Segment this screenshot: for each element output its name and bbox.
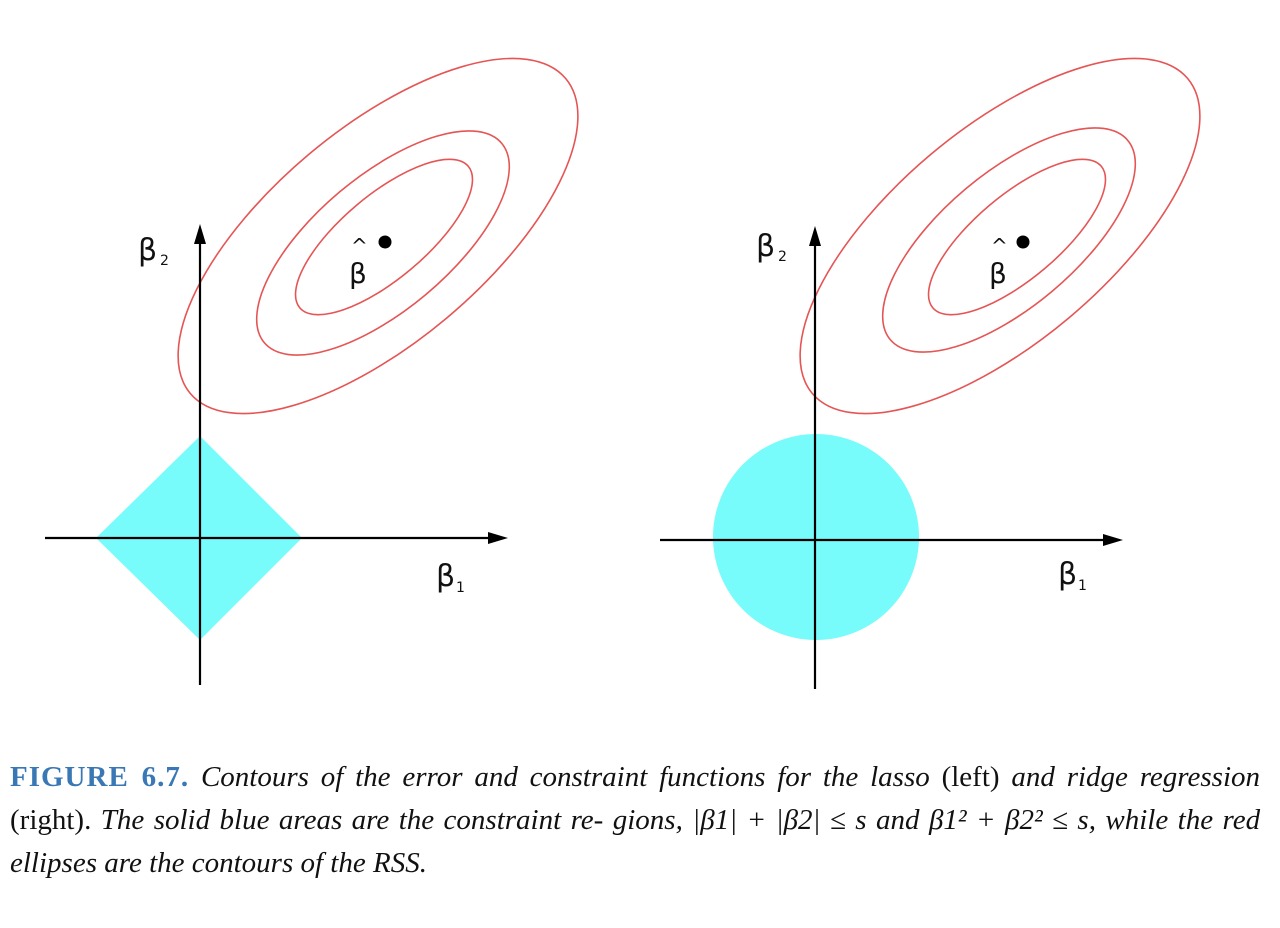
lasso-rss-contours [177,57,579,415]
caption-left-word: (left) [941,761,1000,793]
lasso-axes [45,236,496,685]
lasso-contour-inner [294,158,474,316]
lasso-contour-outer [177,57,579,415]
caption-part-3: The solid blue areas are the constraint … [100,804,683,836]
ridge-y-arrowhead [809,226,821,246]
caption-part-4: while the red ellipses are the contours … [10,804,1261,879]
lasso-estimate-point [378,235,392,249]
lasso-x-arrowhead [488,532,508,544]
caption-part-1: Contours of the error and constraint fun… [200,761,930,793]
ridge-axes [660,238,1110,689]
lasso-hat-mark: ^ [351,234,368,258]
ridge-panel: β 2 β 1 ^ β [660,57,1201,689]
ridge-contour-middle [881,127,1137,353]
ridge-x-arrowhead [1103,534,1123,546]
ridge-estimate-point [1016,235,1030,249]
caption-formula-ridge: β1² + β2² ≤ s, [928,804,1096,836]
ridge-contour-outer [799,57,1201,415]
figure-caption: FIGURE 6.7. Contours of the error and co… [10,756,1260,885]
ridge-y-axis-label: β [756,229,775,264]
ridge-estimate-label: β [989,257,1007,290]
lasso-y-axis-sub: 2 [160,253,169,269]
lasso-x-axis-label: β [436,559,455,594]
figure-6-7: β 2 β 1 ^ β β 2 β 1 ^ β [45,57,1201,689]
caption-and-word: and [876,804,920,836]
ridge-x-axis-sub: 1 [1078,578,1087,594]
figure-label: FIGURE 6.7. [10,761,190,793]
ridge-y-axis-sub: 2 [778,249,787,265]
ridge-rss-contours [799,57,1201,415]
ridge-x-axis-label: β [1058,557,1077,592]
caption-part-2: and ridge regression [1011,761,1261,793]
lasso-panel: β 2 β 1 ^ β [45,57,579,685]
caption-formula-lasso: |β1| + |β2| ≤ s [692,804,867,836]
lasso-y-arrowhead [194,224,206,244]
caption-right-word: (right). [10,804,92,836]
lasso-contour-middle [255,130,511,356]
lasso-x-axis-sub: 1 [456,580,465,596]
ridge-hat-mark: ^ [991,234,1008,258]
lasso-y-axis-label: β [138,233,157,268]
lasso-estimate-label: β [349,257,367,290]
ridge-contour-inner [927,158,1107,316]
